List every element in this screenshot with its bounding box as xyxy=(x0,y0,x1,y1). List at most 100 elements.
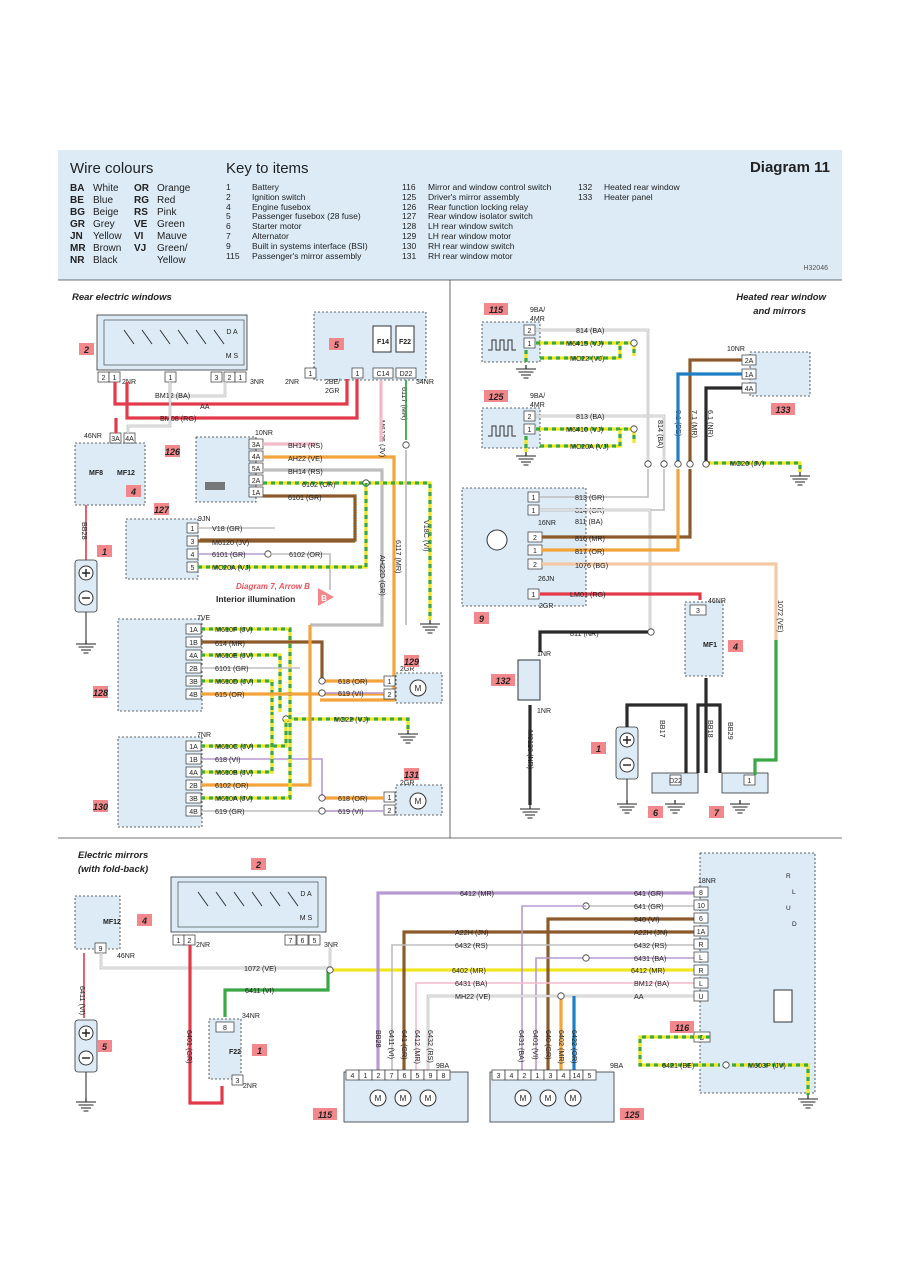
switch-contact-icon xyxy=(233,891,245,907)
label: BM08 (RG) xyxy=(160,414,196,423)
wire-colour-code: MR xyxy=(70,243,86,254)
key-name: Ignition switch xyxy=(252,191,306,202)
pin-label: L xyxy=(699,981,703,988)
pin-label: 1 xyxy=(536,1073,540,1080)
splice-node xyxy=(318,677,326,685)
pin-label: R xyxy=(698,942,703,949)
label: 6411 (VI) xyxy=(78,986,87,1015)
section-title: Heated rear window xyxy=(736,292,826,303)
pin-box xyxy=(689,604,707,616)
splice-node xyxy=(326,966,334,974)
label: MF1 xyxy=(703,642,717,649)
motor-icon xyxy=(564,1089,582,1107)
pin-box xyxy=(693,938,709,950)
motor-icon xyxy=(409,679,427,697)
wire xyxy=(704,386,742,463)
switch-contact-icon xyxy=(287,891,299,907)
label: F22 xyxy=(229,1049,241,1056)
label: 7NR xyxy=(197,732,211,739)
pin-label: 14 xyxy=(573,1073,581,1080)
label: 6401 (VI) xyxy=(531,1030,540,1060)
wire xyxy=(540,429,622,448)
built-in-systems-interface xyxy=(461,487,587,607)
item-badge xyxy=(491,674,515,686)
plus-icon xyxy=(82,569,90,577)
pin-label: 9 xyxy=(99,946,103,953)
wire xyxy=(540,343,622,360)
splice-node xyxy=(582,954,590,962)
pin-label: 1 xyxy=(528,341,532,348)
motor-letter: M xyxy=(520,1094,527,1103)
label: F22 xyxy=(399,339,411,346)
pin-label: 3 xyxy=(549,1073,553,1080)
item-badge-number: 1 xyxy=(596,744,601,754)
pin-label: 2 xyxy=(188,938,192,945)
item-badge xyxy=(404,655,419,667)
wire-colour-code: VI xyxy=(134,231,144,242)
label: M6120 (JV) xyxy=(212,538,249,547)
motor-icon xyxy=(394,1089,412,1107)
wire xyxy=(402,930,696,1070)
label: 813 (BA) xyxy=(576,412,604,421)
pin-label: 2A xyxy=(745,358,754,365)
label: M610D (JV) xyxy=(215,677,253,686)
wire xyxy=(540,469,649,498)
label: BB29 xyxy=(726,722,735,740)
pin-label: 1 xyxy=(113,375,117,382)
item-badge-number: 132 xyxy=(495,676,510,686)
wire-colour-name: Orange xyxy=(157,183,191,194)
wire-colour-name: Brown xyxy=(93,243,122,254)
wire xyxy=(427,995,696,1070)
wire xyxy=(542,469,692,539)
pin-label: 1 xyxy=(532,495,536,502)
pin-label: 4A xyxy=(189,770,198,777)
pin-label: 1 xyxy=(533,548,537,555)
wire xyxy=(263,455,396,702)
label: MC20A (VJ) xyxy=(212,563,251,572)
pin-label: 6 xyxy=(301,938,305,945)
pin-box xyxy=(248,486,264,498)
label: 6102 (OR) xyxy=(302,480,336,489)
switch-contact-icon xyxy=(251,891,263,907)
motor-letter: M xyxy=(545,1094,552,1103)
pin-label: 2 xyxy=(533,535,537,542)
pin-box xyxy=(527,504,540,516)
splice-node xyxy=(402,441,410,449)
label: BH14 (RS) xyxy=(288,441,323,450)
motor-letter: M xyxy=(425,1094,432,1103)
pin-label: 2 xyxy=(377,1073,381,1080)
item-badge-number: 125 xyxy=(624,1110,640,1120)
label: 6432 (RS) xyxy=(426,1030,435,1063)
pin-box xyxy=(743,774,756,786)
motor-icon xyxy=(419,1089,437,1107)
label: 6431 (BA) xyxy=(634,954,666,963)
pin-box xyxy=(248,474,264,486)
label: 6411 (VI) xyxy=(245,986,274,995)
pin-label: 6 xyxy=(699,916,703,923)
item-badge-number: 4 xyxy=(141,916,147,926)
splice-node xyxy=(674,460,682,468)
pin-label: 7 xyxy=(390,1073,394,1080)
section-title: (with fold-back) xyxy=(78,864,148,875)
label: V18C (VI) xyxy=(422,520,431,552)
label: 6117 (MR) xyxy=(400,387,409,420)
pin-label: 5 xyxy=(588,1073,592,1080)
plus-icon xyxy=(82,1029,90,1037)
splice-node xyxy=(630,339,638,347)
note-label: Interior illumination xyxy=(216,594,295,604)
section-title: and mirrors xyxy=(753,306,806,317)
switch-contact-icon xyxy=(197,891,209,907)
wire xyxy=(540,509,651,632)
label: 641 (GR) xyxy=(634,902,664,911)
note-reference: Diagram 7, Arrow B xyxy=(236,582,310,591)
splice-node xyxy=(318,794,326,802)
item-badge-number: 131 xyxy=(404,770,419,780)
